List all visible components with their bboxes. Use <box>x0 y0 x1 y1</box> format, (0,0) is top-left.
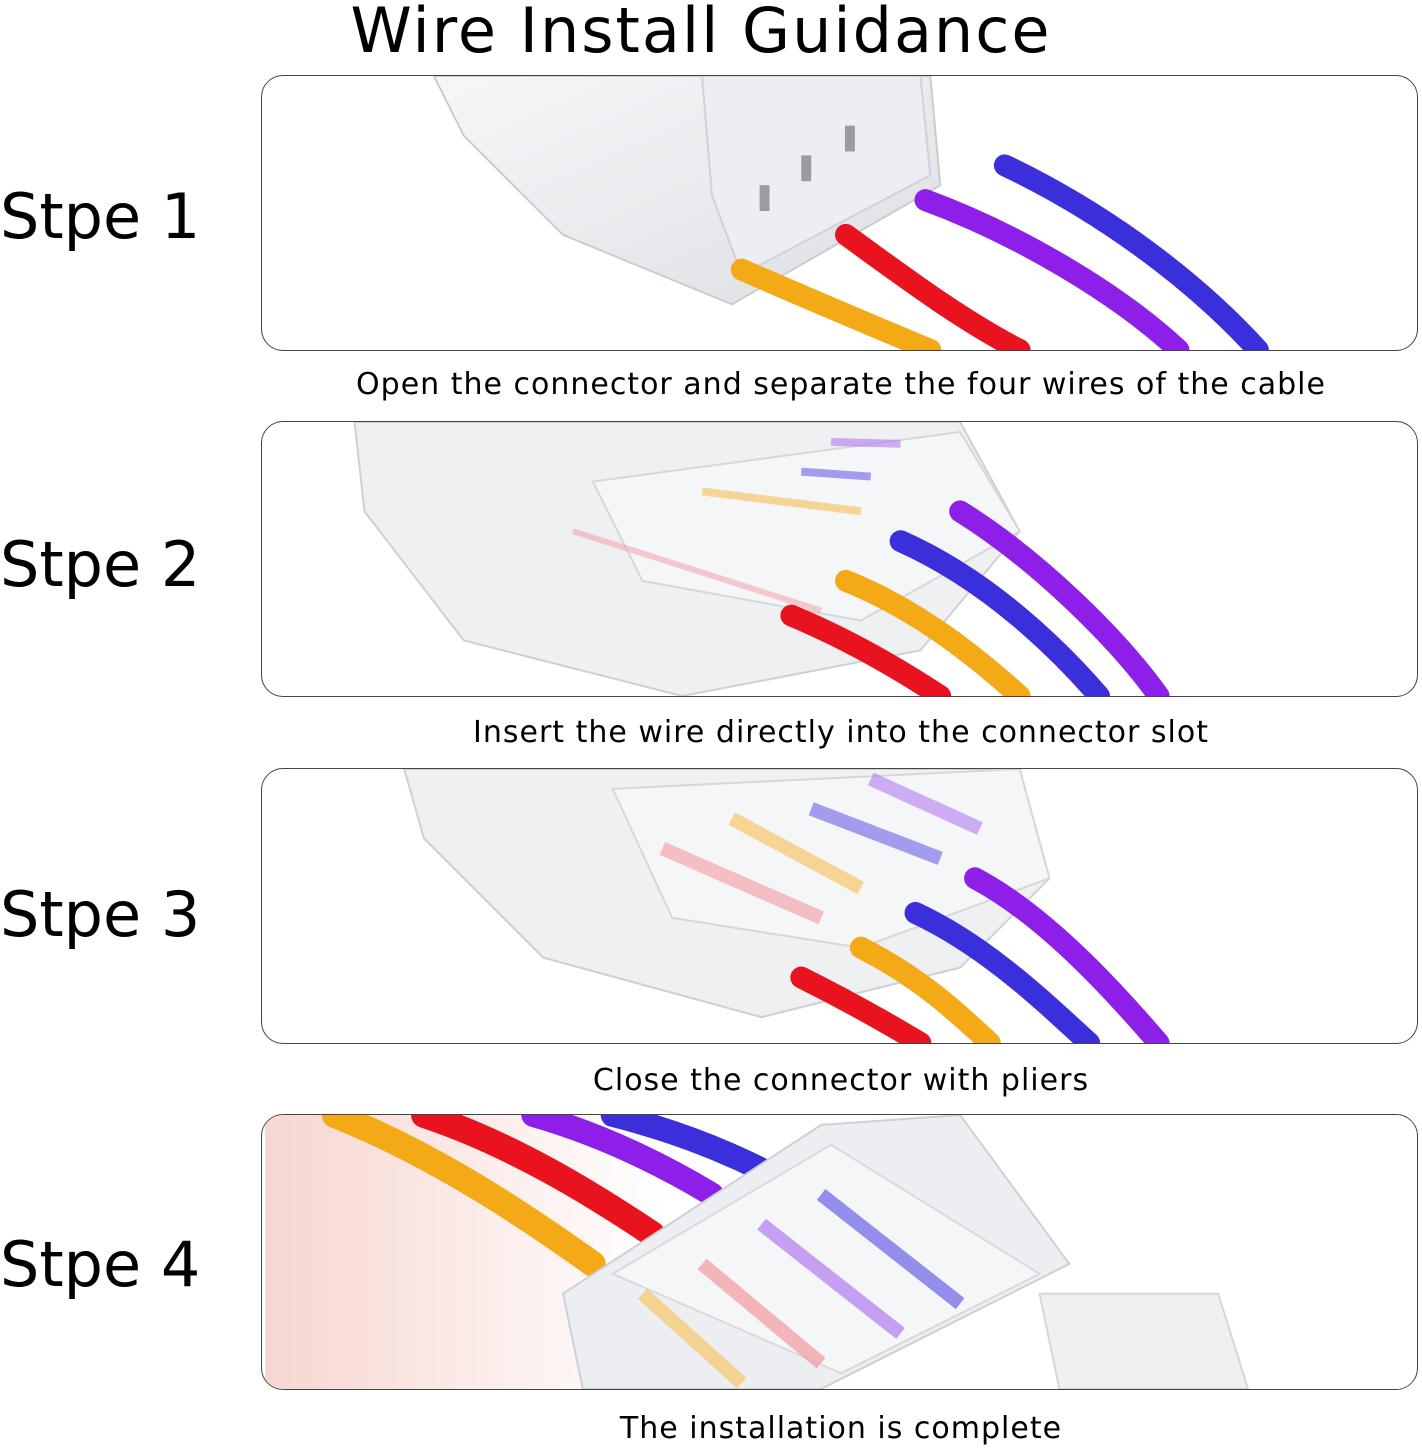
contact-pin <box>801 155 812 182</box>
wire-blue <box>993 154 1269 350</box>
step-3-illustration <box>403 769 1170 1043</box>
step-4-illustration <box>265 1115 1414 1389</box>
wire-purple <box>949 500 1170 696</box>
wire-red <box>790 966 932 1043</box>
wire-yellow <box>849 936 1001 1043</box>
step-2-image <box>261 421 1418 697</box>
page-title-text: Wire Install Guidance <box>350 0 1052 67</box>
step-4-label: Stpe 4 <box>0 1228 201 1301</box>
wire-yellow <box>835 569 1031 696</box>
step-2-label: Stpe 2 <box>0 528 201 601</box>
wire-red <box>780 604 952 696</box>
page-title: Wire Install Guidance <box>0 0 1422 62</box>
step-2-caption: Insert the wire directly into the connec… <box>473 715 1209 750</box>
wire-yellow <box>321 1115 606 1277</box>
wire-purple <box>964 867 1170 1043</box>
wire-blue <box>889 530 1111 696</box>
wire-blue <box>904 902 1101 1043</box>
contact-pin <box>759 185 770 212</box>
contact-pin <box>844 125 855 152</box>
step-3-caption: Close the connector with pliers <box>592 1063 1090 1098</box>
step-2-illustration <box>353 422 1170 696</box>
step-1-caption: Open the connector and separate the four… <box>356 367 1326 402</box>
wire-purple <box>914 189 1190 350</box>
step-4-image <box>261 1114 1418 1390</box>
step-3-image <box>261 768 1418 1044</box>
wire-purple <box>521 1115 724 1207</box>
step-3-label: Stpe 3 <box>0 878 201 951</box>
wire-red <box>411 1115 666 1248</box>
wire-blue <box>600 1115 774 1182</box>
step-4-caption: The installation is complete <box>619 1411 1063 1446</box>
step-1-label: Stpe 1 <box>0 180 201 253</box>
wire-yellow <box>730 258 942 350</box>
step-1-illustration <box>432 76 1269 350</box>
step-1-image <box>261 75 1418 351</box>
wire-red <box>835 223 1031 350</box>
